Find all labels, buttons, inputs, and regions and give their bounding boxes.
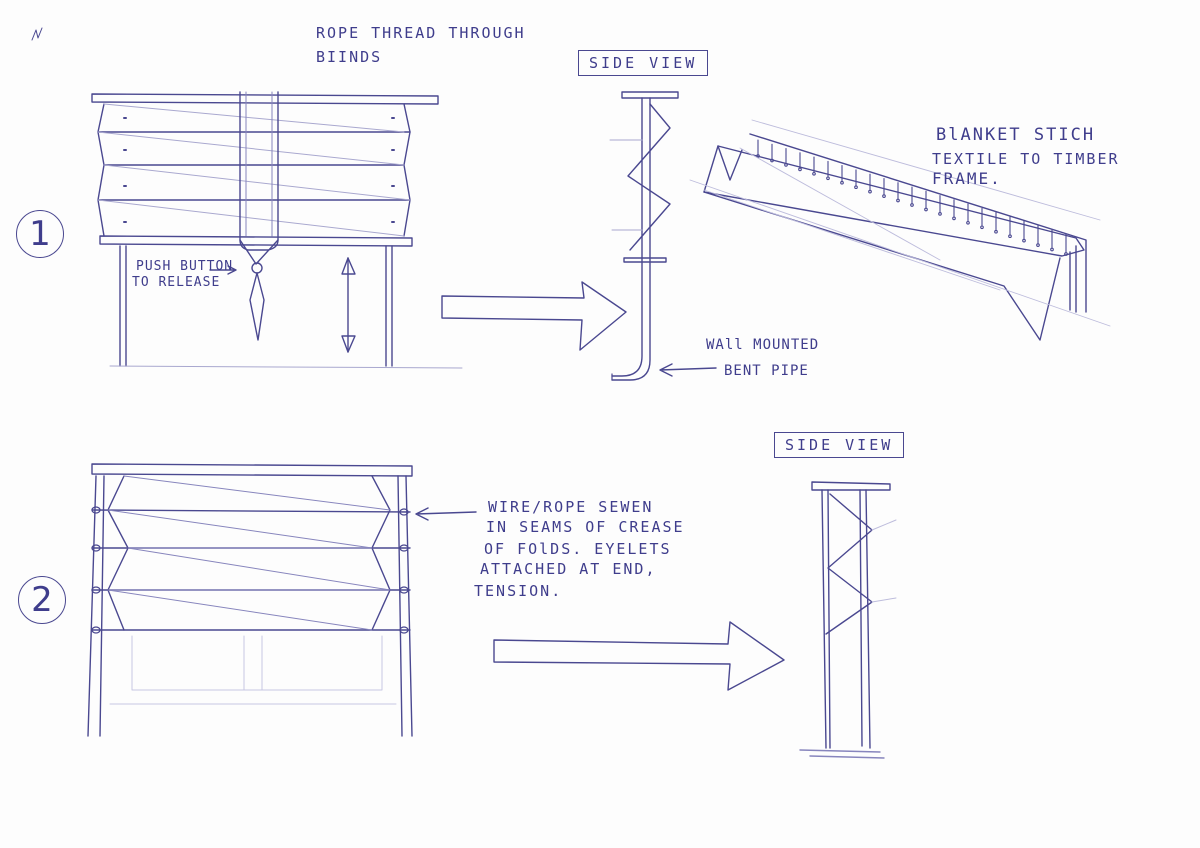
rope-note-line-2: BIINDS [316, 48, 383, 66]
stitch-dot [966, 220, 970, 225]
stitch-dot [924, 207, 928, 212]
stitch-dot [910, 203, 914, 207]
push-note-line-2: TO RELEASE [132, 275, 221, 290]
stitch-dot [882, 194, 886, 198]
stitch-dot [1064, 252, 1068, 256]
stitch-dot [1036, 243, 1040, 247]
wall-note-line-2: BENT PIPE [724, 363, 809, 379]
blind-front-view-1 [91, 91, 463, 369]
stitch-dot [938, 212, 942, 216]
wire-note-line-5: TENSION. [474, 582, 563, 600]
wire-note-line-2: IN SEAMS OF CREASE [486, 518, 685, 536]
stitch-dot [784, 163, 788, 167]
blanket-note-line-2: TEXTILE TO TIMBER [932, 150, 1120, 168]
blind-front-view-2 [87, 463, 477, 737]
blanket-note-line-3: FRAME. [932, 169, 1002, 188]
stitch-dot [896, 198, 900, 203]
stitch-dot [756, 154, 760, 158]
wire-note-line-3: OF FOlDS. EYELETS [484, 540, 672, 558]
stitch-dot [980, 225, 984, 230]
arrow-2 [493, 621, 785, 691]
stitch-dot [812, 171, 816, 176]
side-view-1 [609, 91, 717, 381]
wire-note-line-4: ATTACHED AT END, [480, 560, 657, 578]
stitch-dot [1050, 247, 1054, 252]
stitch-dot [952, 216, 956, 221]
stitch-dot [994, 229, 998, 234]
side-view-label-bottom: SIDE VIEW [774, 432, 905, 458]
stitch-dot [826, 176, 830, 181]
stitch-dot [868, 189, 872, 194]
arrow-1 [441, 281, 627, 351]
wire-note-line-1: WIRE/ROPE SEWEN [488, 498, 654, 516]
option-number-1: 1 [16, 210, 64, 258]
stitch-dot [854, 185, 858, 190]
push-note-line-1: PUSH BUTTON [136, 259, 234, 274]
stitch-dot [840, 180, 844, 185]
side-view-label-top: SIDE VIEW [578, 50, 709, 76]
side-view-2 [799, 481, 897, 759]
stitch-dot [1022, 238, 1026, 243]
stitch-dot [798, 167, 802, 172]
stitch-dot [1008, 234, 1012, 239]
stitch-dot [770, 158, 774, 163]
blanket-note-line-1: BlANKET STICH [936, 125, 1096, 145]
blanket-stitch-sketch [689, 119, 1111, 341]
rope-note-line-1: ROPE THREAD THROUGH [316, 24, 526, 42]
option-number-2: 2 [18, 576, 66, 624]
wall-note-line-1: WAll MOUNTED [706, 337, 820, 353]
corner-mark [31, 27, 43, 41]
